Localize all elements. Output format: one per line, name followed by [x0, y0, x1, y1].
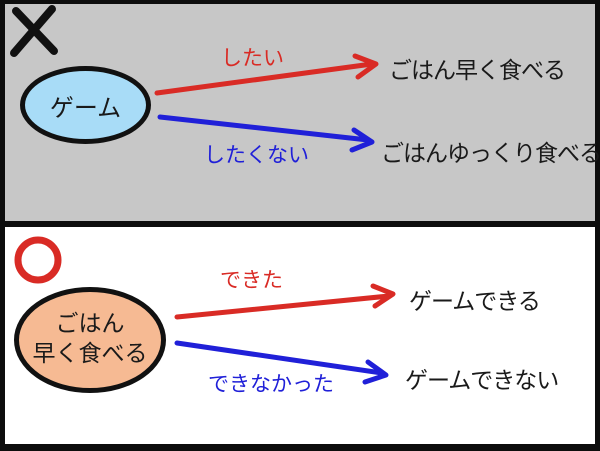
- result-eat-fast: ごはん早く食べる: [389, 58, 566, 84]
- arrow-failed-label: できなかった: [208, 372, 334, 396]
- arrow-want-label: したい: [221, 46, 284, 70]
- node-eat-rice-fast-label-line1: ごはん: [55, 311, 125, 338]
- arrow-succeeded-label: できた: [220, 268, 283, 292]
- result-game-possible: ゲームできる: [409, 289, 541, 315]
- result-eat-slow: ごはんゆっくり食べる: [381, 141, 600, 167]
- node-game-label: ゲーム: [49, 93, 122, 122]
- node-eat-rice-fast: ごはん 早く食べる: [14, 287, 166, 393]
- node-game: ゲーム: [20, 66, 151, 144]
- node-eat-rice-fast-label-line2: 早く食べる: [32, 341, 148, 367]
- arrow-not-want-label: したくない: [204, 143, 309, 167]
- result-game-not-possible: ゲームできない: [405, 368, 559, 394]
